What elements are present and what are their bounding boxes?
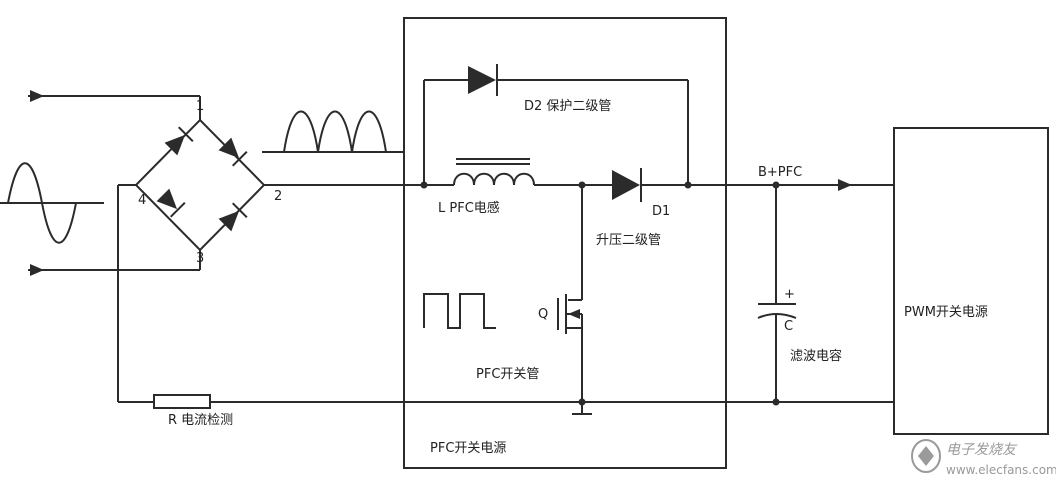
rectified-waveform xyxy=(283,110,387,153)
bridge-diode-icon xyxy=(164,126,194,156)
pfc-switch-label: PFC开关管 xyxy=(476,367,539,382)
boost-diode-label: 升压二级管 xyxy=(596,233,661,248)
bridge-node-3-label: 3 xyxy=(196,251,204,266)
current-sense-label: R 电流检测 xyxy=(168,413,233,428)
watermark-text: 电子发烧友 xyxy=(946,442,1018,458)
inductor-label: L PFC电感 xyxy=(438,200,500,216)
bridge-node-4-label: 4 xyxy=(138,193,146,208)
d2-diode-icon xyxy=(468,64,498,96)
bridge-diode-icon xyxy=(218,137,248,167)
bridge-diode-icon xyxy=(156,188,186,218)
d1-label: D1 xyxy=(652,204,670,219)
cap-c-label: C xyxy=(784,319,793,334)
bridge-node-2-label: 2 xyxy=(274,189,282,204)
bridge-diode-icon xyxy=(218,202,248,232)
pfc-block-outline xyxy=(403,17,727,469)
bridge-node-1-label: 1 xyxy=(196,99,204,114)
watermark-url: www.elecfans.com xyxy=(946,463,1056,477)
junction-dot xyxy=(684,181,692,189)
pfc-block-label: PFC开关电源 xyxy=(430,441,506,456)
junction-dot xyxy=(772,398,780,406)
filter-cap-label: 滤波电容 xyxy=(790,348,842,364)
gate-square-wave xyxy=(423,293,496,329)
cap-plus-label: + xyxy=(784,287,795,302)
ac-input-bottom-arrow xyxy=(30,264,44,276)
output-arrow xyxy=(838,179,852,191)
watermark-logo-icon xyxy=(918,446,934,466)
cap-plate-bottom xyxy=(757,313,797,319)
ac-input-top-arrow xyxy=(30,90,44,102)
inductor-coil xyxy=(453,172,535,186)
b-pfc-label: B+PFC xyxy=(758,165,802,180)
current-sense-resistor xyxy=(153,394,211,409)
pwm-block-label: PWM开关电源 xyxy=(904,305,988,320)
watermark: 电子发烧友 www.elecfans.com xyxy=(911,439,1056,477)
d1-diode-icon xyxy=(612,168,642,202)
bridge-rectifier xyxy=(134,118,266,252)
watermark-logo-icon xyxy=(911,439,941,473)
q-label: Q xyxy=(538,307,548,322)
d2-label: D2 保护二级管 xyxy=(524,99,611,114)
pwm-block xyxy=(893,127,1049,435)
